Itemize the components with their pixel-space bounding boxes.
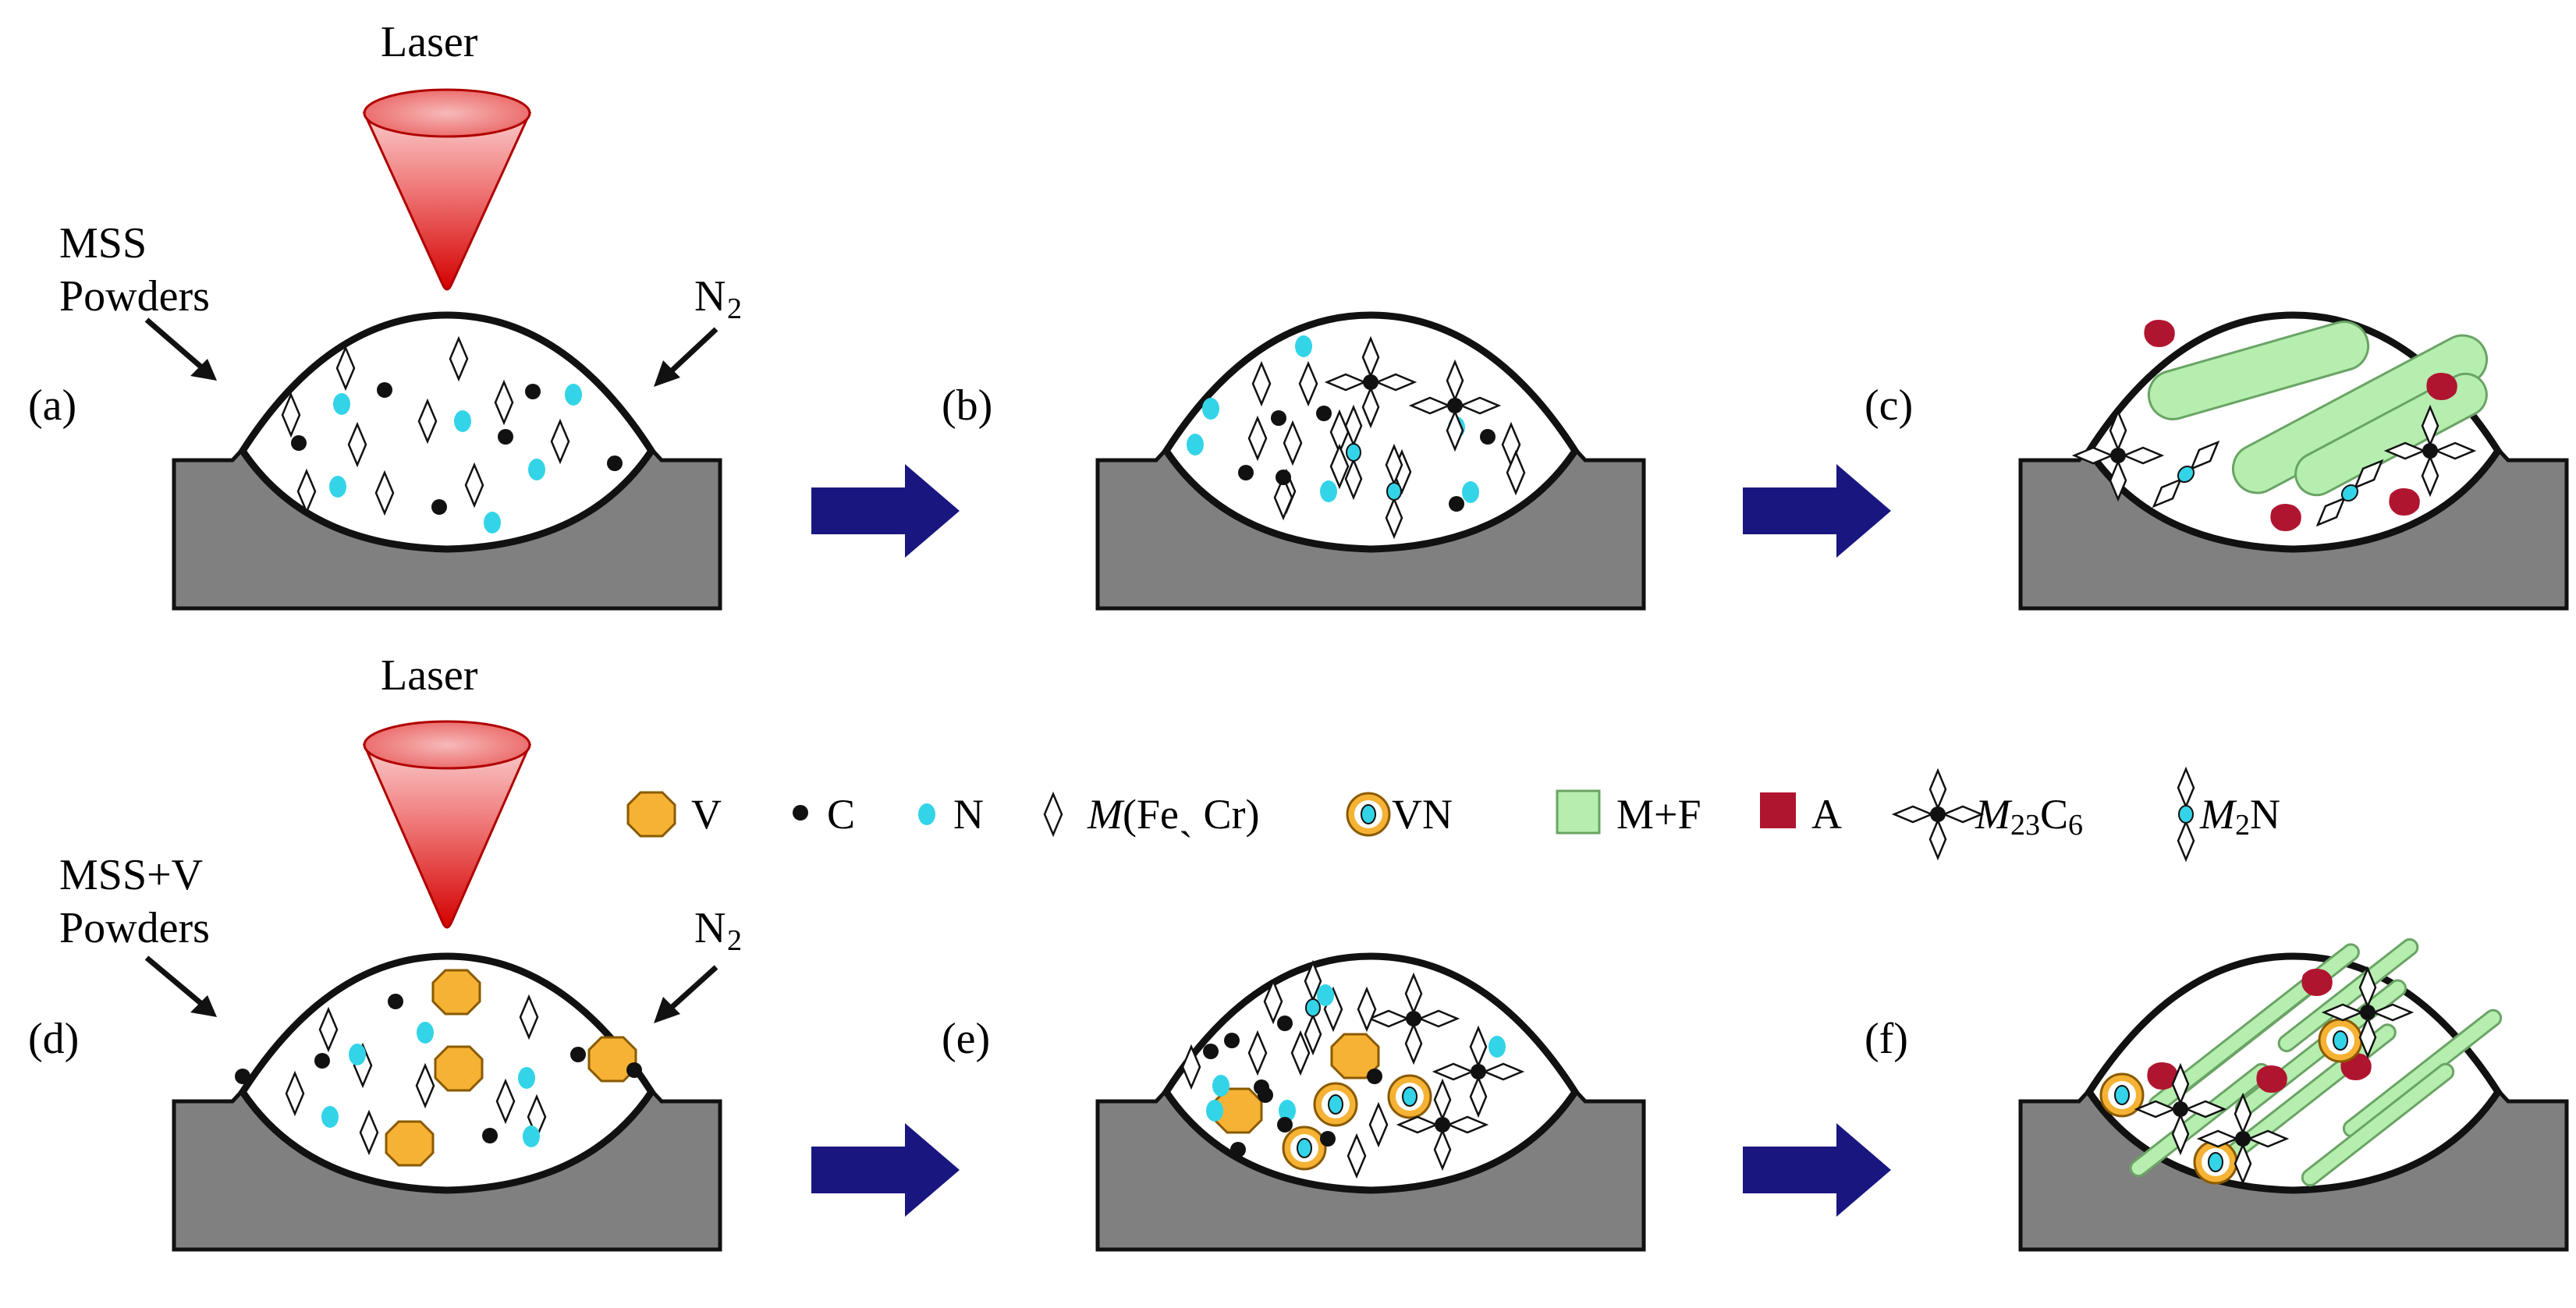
martensite-ferrite-laths: [2147, 321, 2489, 497]
legend-item-n: N: [918, 791, 984, 838]
process-arrow-a-b: [811, 464, 960, 558]
svg-text:A: A: [1811, 791, 1842, 838]
gas-pointer-top: [654, 327, 719, 387]
powder-pointer-bottom: [144, 955, 217, 1017]
svg-text:C: C: [827, 791, 855, 838]
laser-beam-bottom: [362, 720, 532, 929]
panel-label-a: (a): [28, 381, 76, 430]
gas-pointer-bottom: [654, 965, 719, 1023]
panel-label-f: (f): [1865, 1015, 1908, 1063]
process-arrow-d-e: [811, 1123, 960, 1217]
laser-label-top: Laser: [381, 18, 478, 66]
powder-label-bottom-line2: Powders: [59, 904, 210, 952]
panel-label-c: (c): [1865, 381, 1913, 430]
svg-text:N: N: [953, 791, 984, 838]
svg-text:M2N: M2N: [2199, 791, 2280, 842]
laser-beam-top: [362, 88, 532, 291]
powder-pointer-top: [144, 317, 217, 381]
legend: V C N M(Feˏ Cr) VN M+F A M23C6: [626, 767, 2280, 861]
panel-label-b: (b): [942, 381, 992, 430]
svg-text:N: N: [694, 904, 726, 952]
legend-item-v: V: [626, 791, 722, 838]
svg-text:VN: VN: [1392, 791, 1453, 838]
svg-text:2: 2: [727, 924, 742, 957]
powder-label-top-line1: MSS: [59, 219, 147, 268]
panel-label-d: (d): [28, 1015, 79, 1063]
legend-item-a: A: [1760, 791, 1842, 838]
legend-item-vn: VN: [1346, 791, 1453, 838]
panel-c: [2021, 315, 2567, 608]
gas-label-bottom: N 2: [694, 904, 742, 957]
legend-item-m23c6: M23C6: [1893, 769, 2083, 860]
panel-a: [174, 315, 720, 608]
process-arrow-b-c: [1743, 464, 1891, 558]
legend-item-m-plus-f: M+F: [1556, 789, 1701, 838]
panel-label-e: (e): [942, 1015, 990, 1063]
powder-label-bottom-line1: MSS+V: [59, 851, 203, 899]
panel-e: [1098, 956, 1644, 1250]
gas-label-top: N 2: [694, 272, 742, 325]
svg-text:V: V: [691, 791, 722, 838]
svg-text:2: 2: [727, 292, 742, 325]
melt-pool: [174, 315, 720, 608]
svg-text:M23C6: M23C6: [1975, 791, 2083, 842]
svg-text:M+F: M+F: [1616, 791, 1701, 838]
panel-f: [2021, 938, 2567, 1250]
svg-text:N: N: [694, 272, 726, 321]
powder-label-top-line2: Powders: [59, 272, 210, 321]
svg-text:M(Feˏ Cr): M(Feˏ Cr): [1087, 791, 1259, 838]
panel-d: [174, 956, 720, 1250]
legend-item-m2n: M2N: [2177, 767, 2280, 861]
panel-b: [1098, 315, 1644, 608]
laser-label-bottom: Laser: [381, 651, 478, 700]
process-arrow-e-f: [1743, 1123, 1891, 1217]
legend-item-m-fe-cr: M(Feˏ Cr): [1043, 791, 1259, 838]
legend-item-c: C: [793, 791, 855, 838]
